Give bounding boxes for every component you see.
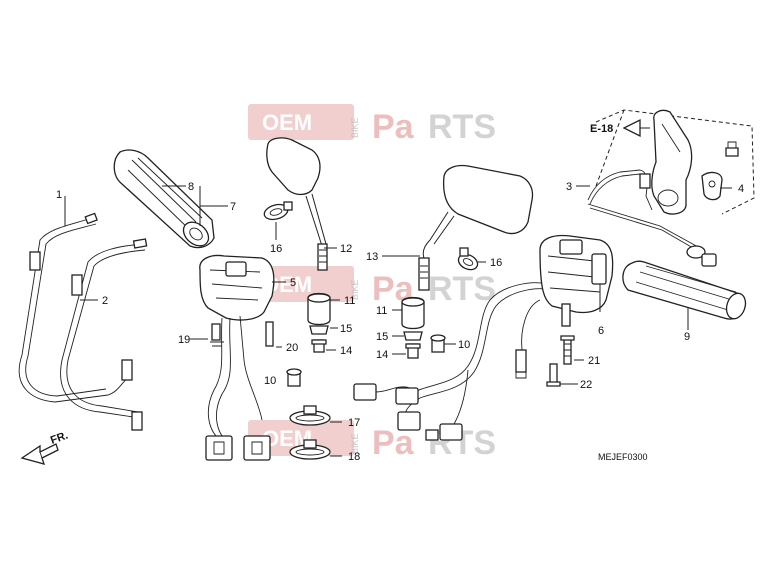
right-grip — [622, 260, 747, 330]
watermark-rts: RTS — [428, 270, 496, 308]
callout-4: 4 — [738, 183, 744, 195]
watermark-top: OEM BIKE Pa RTS — [248, 104, 496, 146]
callout-18: 18 — [348, 451, 360, 463]
reference-label: E-18 — [590, 123, 613, 135]
right-switch-housing — [539, 234, 614, 327]
callout-17: 17 — [348, 417, 360, 429]
left-grip — [113, 149, 228, 249]
callout-7: 7 — [230, 201, 236, 213]
callout-14-right: 14 — [376, 349, 388, 361]
watermark-middle-row: OEM BIKE Pa RTS — [248, 266, 496, 308]
callout-15-left: 15 — [340, 323, 352, 335]
callout-16-right: 16 — [490, 257, 502, 269]
callout-labels: 1 2 3 4 5 6 7 8 9 10 10 11 11 12 13 14 1… — [56, 181, 744, 463]
callout-8: 8 — [188, 181, 194, 193]
callout-14-left: 14 — [340, 345, 352, 357]
throttle-cables — [18, 196, 148, 431]
clip-left — [263, 201, 293, 240]
front-arrow-indicator: FR. — [20, 429, 70, 465]
callout-11-left: 11 — [344, 295, 355, 307]
callout-10-right: 10 — [458, 339, 470, 351]
left-weights — [286, 292, 340, 387]
callout-11-right: 11 — [376, 305, 387, 317]
callout-19: 19 — [178, 334, 190, 346]
callout-1: 1 — [56, 189, 62, 201]
left-switch-housing — [190, 254, 286, 461]
callout-10-left: 10 — [264, 375, 276, 387]
watermark-middle: BIKE — [350, 433, 360, 454]
watermark-middle: BIKE — [350, 117, 360, 138]
right-weights — [392, 296, 456, 359]
watermark-middle: BIKE — [350, 279, 360, 300]
reference-e18: E-18 — [590, 118, 650, 138]
callout-20: 20 — [286, 342, 298, 354]
callout-6: 6 — [598, 325, 604, 337]
clip-right — [457, 247, 486, 271]
callout-3: 3 — [566, 181, 572, 193]
front-arrow-label: FR. — [49, 429, 70, 446]
watermark-rts: RTS — [428, 108, 496, 146]
throttle-assembly — [576, 109, 755, 267]
bands — [289, 405, 342, 460]
watermark-pa: Pa — [372, 108, 415, 146]
callout-21: 21 — [588, 355, 600, 367]
screws-right — [546, 335, 584, 387]
right-wiring-harness — [353, 282, 553, 441]
diagram-code: MEJEF0300 — [598, 452, 648, 462]
callout-15-right: 15 — [376, 331, 388, 343]
callout-22: 22 — [580, 379, 592, 391]
callout-9: 9 — [684, 331, 690, 343]
watermark-brand: OEM — [262, 110, 312, 135]
callout-5: 5 — [290, 277, 296, 289]
callout-13: 13 — [366, 251, 378, 263]
left-mirror — [266, 137, 337, 271]
callout-12: 12 — [340, 243, 352, 255]
callout-2: 2 — [102, 295, 108, 307]
right-mirror — [382, 164, 534, 291]
callout-16-left: 16 — [270, 243, 282, 255]
